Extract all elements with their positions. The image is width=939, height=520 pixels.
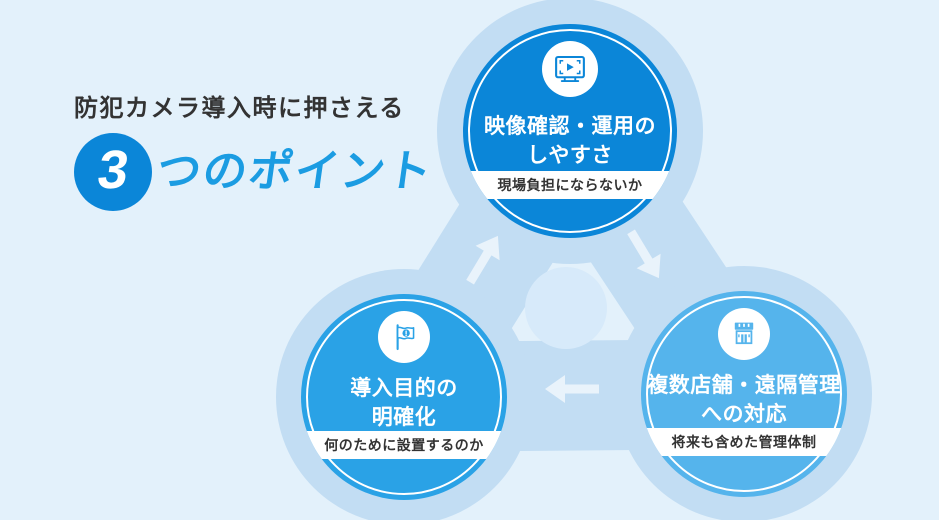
title-line2: 3 つのポイント (74, 133, 437, 211)
title-line1: 防犯カメラ導入時に押さえる (74, 95, 405, 122)
arrow-left-to-top-icon (466, 235, 500, 285)
icon-badge (542, 41, 598, 97)
point-node-purpose: 導入目的の 明確化 何のために設置するのか (301, 294, 507, 500)
node-inner-ring (306, 299, 502, 495)
number-badge: 3 (74, 133, 152, 211)
icon-badge (718, 308, 770, 360)
arrow-right-to-left-icon (545, 375, 599, 403)
center-hub-circle (525, 267, 607, 349)
point-node-video-operation: 映像確認・運用の しやすさ 現場負担にならないか (463, 24, 677, 238)
number-3: 3 (94, 140, 133, 200)
node-inner-ring (646, 296, 842, 492)
node-note-text: 何のために設置するのか (324, 437, 484, 453)
node-note-text: 現場負担にならないか (497, 177, 643, 193)
node-heading: 導入目的の 明確化 (350, 377, 458, 430)
arrow-top-to-right-icon (627, 229, 661, 279)
title-suffix: つのポイント (153, 147, 437, 196)
storefront-icon (734, 322, 754, 345)
point-node-multi-store: 複数店舗・遠隔管理 への対応 将来も含めた管理体制 (641, 291, 847, 497)
node-heading: 複数店舗・遠隔管理 への対応 (647, 374, 841, 427)
node-note-band: 将来も含めた管理体制 (641, 428, 847, 456)
cycle-arrows (466, 229, 661, 403)
tv-play-icon (555, 55, 585, 82)
flag-icon (396, 324, 415, 351)
node-note-band: 現場負担にならないか (463, 171, 677, 199)
node-inner-ring (468, 29, 672, 233)
node-heading: 映像確認・運用の しやすさ (484, 115, 656, 168)
node-note-band: 何のために設置するのか (301, 431, 507, 459)
diagram-title: 防犯カメラ導入時に押さえる 3 つのポイント (74, 88, 437, 211)
icon-badge (378, 311, 430, 363)
node-note-text: 将来も含めた管理体制 (671, 434, 817, 450)
